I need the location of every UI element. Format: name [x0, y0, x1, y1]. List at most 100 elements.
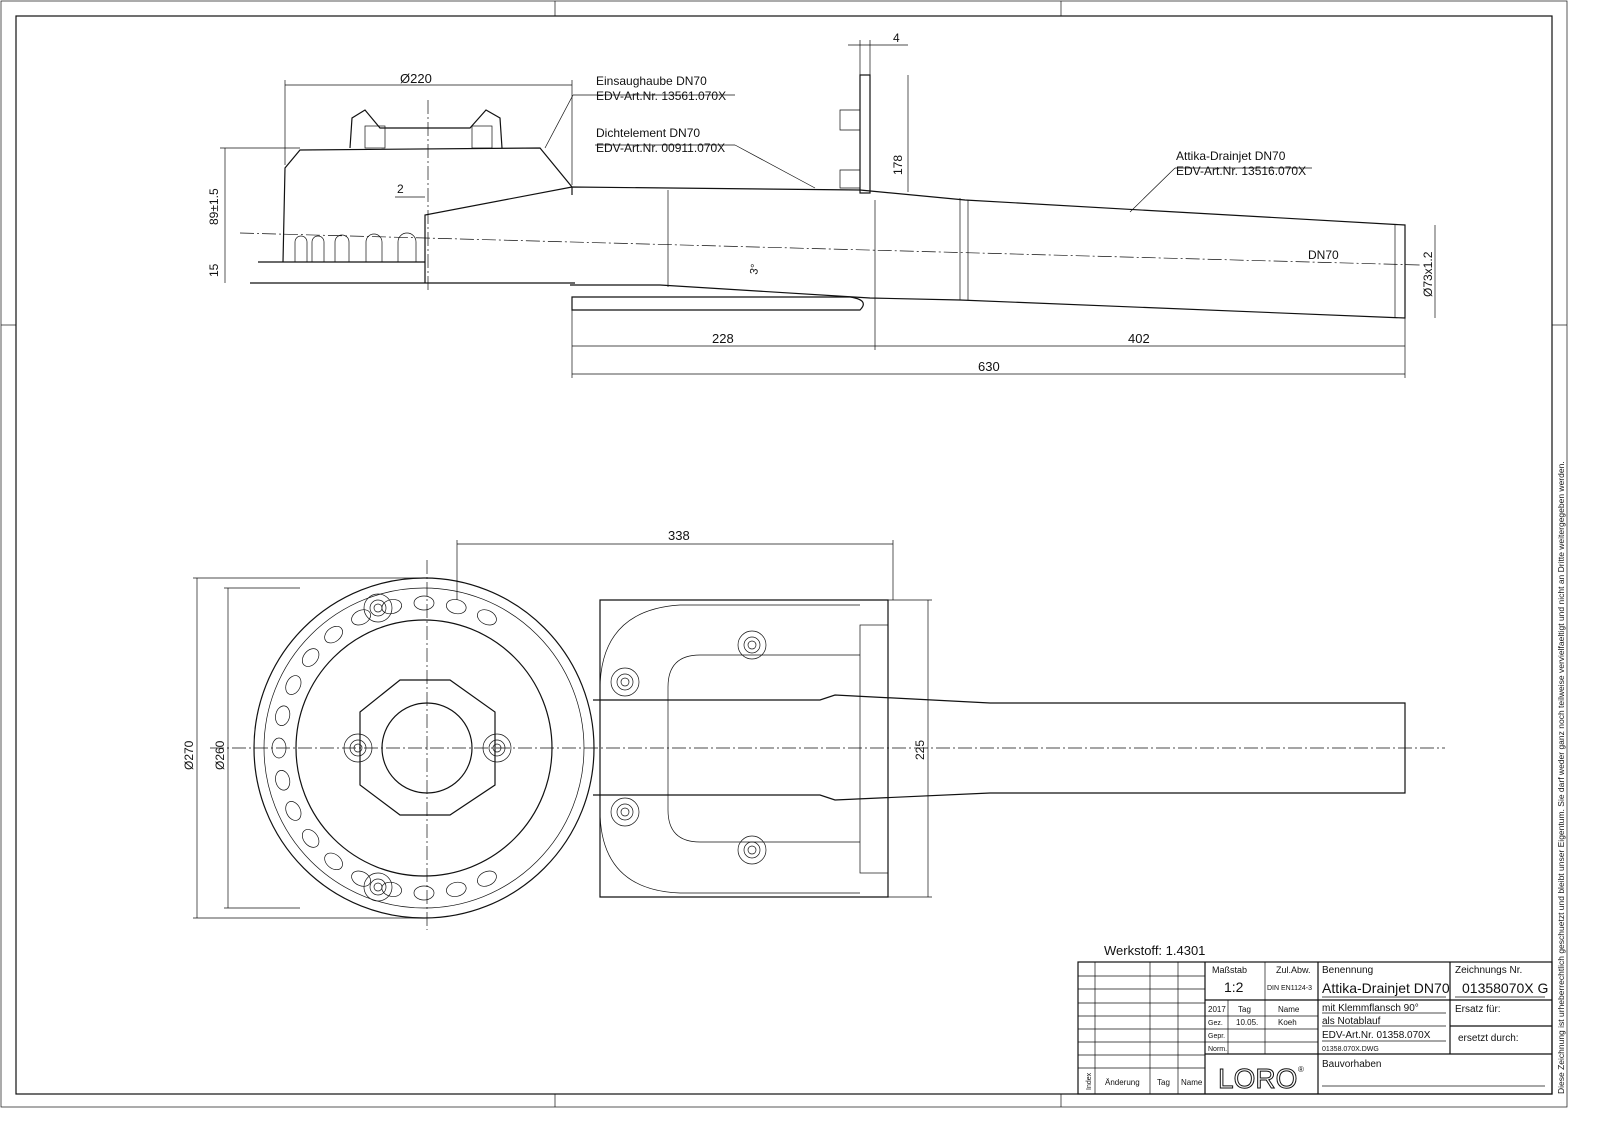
dim-h15: 15 [207, 263, 221, 277]
dim-angle: 3° [748, 263, 762, 275]
frame-ticks [1, 1, 1567, 1107]
index-label: Index [1086, 1072, 1093, 1090]
bolt [373, 603, 383, 613]
dim-228: 228 [712, 331, 734, 346]
dim-402: 402 [1128, 331, 1150, 346]
change-name-label: Name [1181, 1078, 1203, 1087]
description-1: mit Klemmflansch 90° [1322, 1003, 1419, 1014]
label-hood-art: EDV-Art.Nr. 13561.070X [596, 89, 726, 103]
change-label: Änderung [1105, 1078, 1140, 1087]
bolt [616, 803, 634, 821]
checked-label: Gepr. [1208, 1033, 1225, 1040]
scale-label: Maßstab [1212, 965, 1247, 975]
bolt [743, 636, 761, 654]
drain-hole [324, 852, 343, 871]
drain-hole [413, 885, 435, 901]
drain-hole [351, 870, 371, 887]
loro-logo: LORO [1218, 1063, 1297, 1094]
outer-frame [0, 0, 1568, 1108]
drain-hole [324, 625, 343, 644]
replaced-by-label: ersetzt durch: [1458, 1033, 1519, 1044]
dim-d270: Ø270 [182, 740, 196, 770]
drain-hole [477, 609, 497, 626]
bolt [737, 835, 767, 865]
label-pipe-dn: DN70 [1308, 248, 1339, 262]
dim-gap2: 2 [397, 182, 404, 196]
dim-d73: Ø73x1.2 [1421, 251, 1435, 297]
dim-d260: Ø260 [213, 740, 227, 770]
pipe-axis [239, 232, 1421, 266]
norm-label: Norm. [1208, 1046, 1227, 1053]
bolt [369, 599, 387, 617]
day-label: Tag [1238, 1005, 1251, 1014]
tolerance-value: DIN EN1124-3 [1267, 985, 1312, 992]
hood-outline [282, 147, 573, 263]
drain-hole [351, 609, 371, 626]
bolt [369, 878, 387, 896]
bolt [373, 882, 383, 892]
dim-d220: Ø220 [400, 71, 432, 86]
bolt [743, 841, 761, 859]
drain-hole [446, 881, 467, 897]
registered-mark: ® [1298, 1065, 1304, 1074]
year: 2017 [1208, 1005, 1226, 1014]
drawn-date: 10.05. [1236, 1018, 1258, 1027]
label-seal-art: EDV-Art.Nr. 00911.070X [596, 141, 725, 155]
drawn-label: Gez. [1208, 1020, 1223, 1027]
plan-pipe [593, 694, 1406, 801]
plan-dimensions [193, 540, 932, 919]
drain-hole [301, 829, 320, 848]
project-label: Bauvorhaben [1322, 1059, 1382, 1070]
material: Werkstoff: 1.4301 [1104, 943, 1205, 958]
tolerance-label: Zul.Abw. [1276, 965, 1311, 975]
dim-630: 630 [978, 359, 1000, 374]
drawing-no-label: Zeichnungs Nr. [1455, 965, 1522, 976]
side-view [239, 74, 1421, 319]
drain-pipe [424, 186, 1406, 319]
bolt [747, 640, 757, 650]
name-col-label: Name [1278, 1005, 1300, 1014]
drain-hole [285, 801, 302, 821]
plan-view [210, 560, 1445, 930]
drain-hole [446, 599, 467, 615]
label-drain-art: EDV-Art.Nr. 13516.070X [1176, 164, 1306, 178]
drawing-title: Attika-Drainjet DN70 [1322, 980, 1450, 996]
file-name: 01358.070X.DWG [1322, 1046, 1379, 1053]
drawn-by: Koeh [1278, 1018, 1297, 1027]
drain-hole [285, 675, 302, 695]
title-block-frame [1077, 961, 1553, 1095]
bolt [610, 667, 640, 697]
bolt [747, 845, 757, 855]
drain-hole [301, 648, 320, 667]
description-2: als Notablauf [1322, 1016, 1381, 1027]
drain-hole [275, 770, 291, 791]
dim-t4: 4 [893, 31, 900, 45]
drain-hole [275, 705, 291, 726]
clamp-flange [859, 74, 871, 194]
bolt [616, 673, 634, 691]
replaces-label: Ersatz für: [1455, 1004, 1501, 1015]
bolt [737, 630, 767, 660]
bolt [620, 677, 630, 687]
change-date-label: Tag [1157, 1078, 1170, 1087]
inner-frame [15, 15, 1553, 1095]
dim-w225: 225 [913, 740, 927, 760]
label-seal-name: Dichtelement DN70 [596, 126, 700, 140]
dim-h178: 178 [891, 155, 905, 175]
drawing-no: 01358070X G [1462, 980, 1548, 996]
dim-338: 338 [668, 528, 690, 543]
scale-value: 1:2 [1224, 979, 1244, 995]
title-block-grid [1078, 962, 1545, 1094]
side-dimensions [220, 40, 1436, 378]
bolt [363, 593, 393, 623]
article-number: EDV-Art.Nr. 01358.070X [1322, 1030, 1431, 1041]
bolt [610, 797, 640, 827]
drain-hole [477, 870, 497, 887]
dim-h89: 89±1.5 [207, 188, 221, 225]
name-label: Benennung [1322, 965, 1373, 976]
bolt [620, 807, 630, 817]
label-hood-name: Einsaughaube DN70 [596, 74, 707, 88]
copyright-notice: Diese Zeichnung ist urheberrechtlich ges… [1556, 461, 1566, 1094]
